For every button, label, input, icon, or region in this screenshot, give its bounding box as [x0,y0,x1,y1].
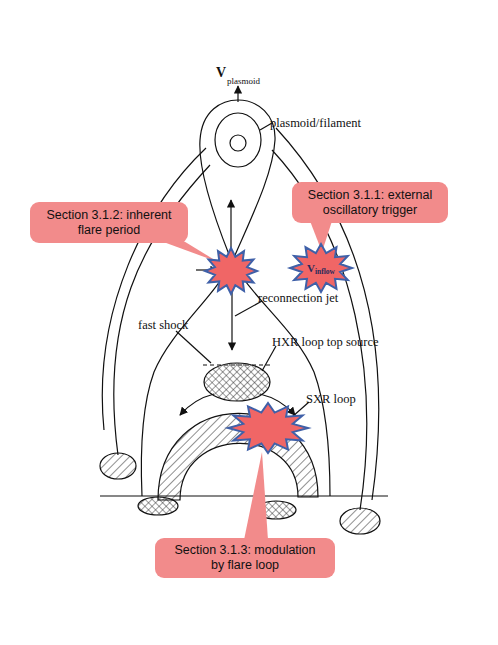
hxr-loop-top-source [204,363,270,401]
footpoint-source [340,508,380,534]
plasmoid-inner-loop [215,113,261,167]
part-label: HXR loop top source [272,335,379,349]
upward-jet-arrow [230,200,231,252]
footpoint-source [138,497,178,515]
fast-shock-line [203,364,272,365]
loop-flow-arrow [180,394,214,415]
part-label: SXR loop [306,392,356,406]
callout-box: Section 3.1.3: modulation by flare loop [155,538,335,578]
velocity-symbol: V [307,262,315,274]
leader-line [235,301,262,316]
footpoint-source [100,453,136,479]
part-label: fast shock [138,318,188,332]
callout-text: Section 3.1.1: external oscillatory trig… [304,188,436,218]
photosphere-line [100,495,388,496]
callout-text: Section 3.1.3: modulation by flare loop [167,543,323,573]
reconnection-starburst [205,248,257,294]
velocity-subscript: plasmoid [227,74,260,88]
loop-starburst [228,403,308,453]
downward-jet-arrow [231,290,232,350]
leader-line [176,331,211,363]
plasmoid-core [230,135,246,151]
outer-field-line [102,148,206,430]
part-label: reconnection jet [258,291,338,305]
part-label: plasmoid/filament [270,116,361,130]
callout-box: Section 3.1.1: external oscillatory trig… [292,182,448,223]
callout-box: Section 3.1.2: inherent flare period [30,202,188,243]
velocity-subscript: inflow [315,267,335,276]
velocity-symbol: V [216,66,226,80]
plasmoid-outer-loop [200,100,275,262]
inflow-starburst: Vinflow [290,244,352,292]
callout-tail [244,452,268,540]
callout-text: Section 3.1.2: inherent flare period [42,208,176,238]
leader-line [262,346,276,371]
